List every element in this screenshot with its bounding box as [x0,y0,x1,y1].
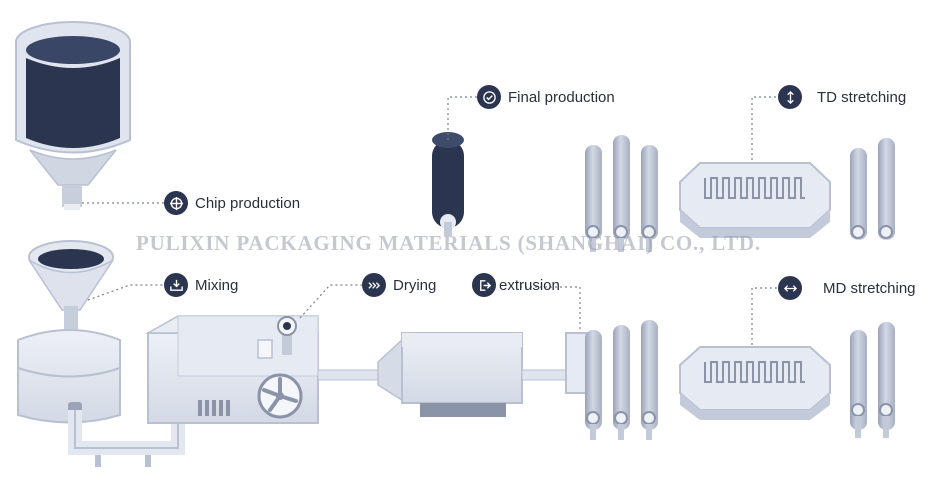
extrusion-text: extrusion [499,276,560,294]
final-roll [432,132,464,236]
label-td-stretching: TD stretching [778,84,906,110]
vertical-arrows-icon [778,85,802,109]
mixing-hopper [17,240,185,467]
lower-rollers-left [585,320,658,440]
exit-arrow-icon [472,273,496,297]
horizontal-arrows-icon [778,276,802,300]
lower-rollers-right [850,322,895,438]
td-stretching-oven [679,162,831,238]
dryer-machine [145,315,319,424]
wave-icon [362,273,386,297]
extruder-machine [377,332,599,417]
label-extrusion: extrusion [472,272,560,298]
mixing-text: Mixing [195,276,239,294]
md-stretching-oven [679,346,831,420]
md-stretching-text: MD stretching [823,279,916,297]
drying-text: Drying [393,276,437,294]
upper-rollers-right [850,138,895,240]
label-drying: Drying [362,272,436,298]
company-watermark: PULIXIN PACKAGING MATERIALS (SHANGHAI) C… [136,231,761,255]
label-final-production: Final production [477,84,615,110]
leader-lines [82,96,778,345]
label-chip-production: Chip production [164,190,300,216]
label-md-stretching: MD stretching [778,275,916,301]
chip-production-text: Chip production [195,194,301,212]
chip-silo [15,21,131,210]
td-stretching-text: TD stretching [817,88,907,106]
label-mixing: Mixing [164,272,238,298]
tray-download-icon [164,273,188,297]
upper-rollers-left [585,135,658,252]
final-production-text: Final production [508,88,615,106]
crosshair-icon [164,191,188,215]
check-circle-icon [477,85,501,109]
